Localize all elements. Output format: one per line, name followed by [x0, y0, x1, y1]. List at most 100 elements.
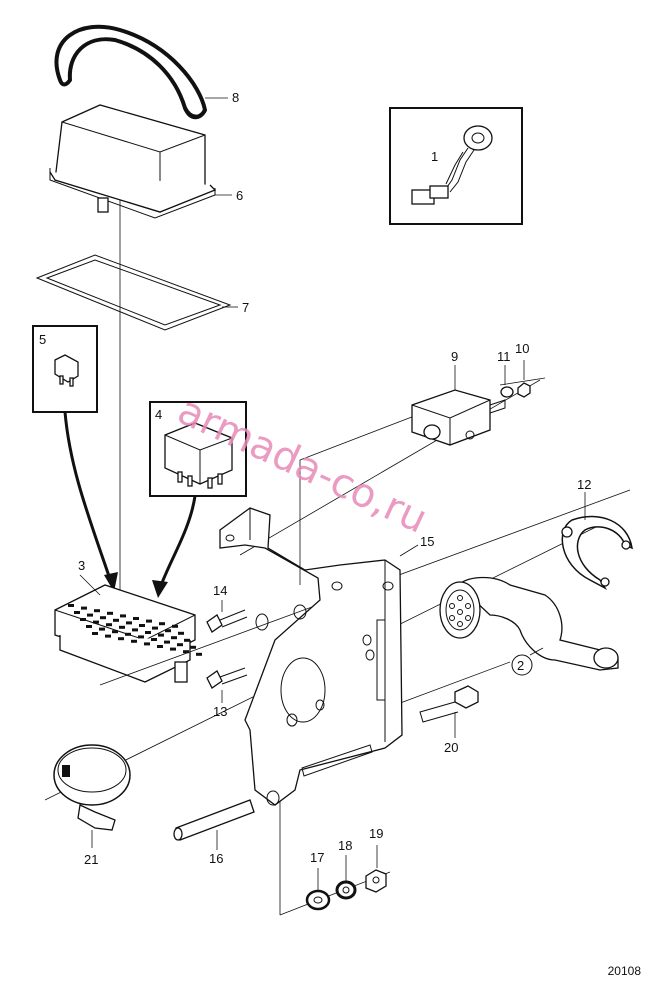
bracket-plate-part-15 — [219, 507, 419, 806]
nut-part-10 — [499, 360, 546, 398]
reference-number: 20108 — [607, 964, 641, 978]
screw-part-14 — [206, 600, 248, 633]
label-part-17: 17 — [310, 850, 324, 865]
fuse-slot — [68, 604, 74, 607]
connector-pin — [465, 615, 471, 621]
label-part-10: 10 — [515, 341, 529, 356]
fuse-slot — [105, 634, 111, 638]
fuse-slot — [93, 620, 99, 624]
label-part-20: 20 — [444, 740, 458, 755]
screw-part-13 — [206, 667, 248, 703]
fuse-slot — [170, 647, 176, 651]
fuse-slot — [159, 622, 165, 626]
label-part-11: 11 — [497, 349, 511, 364]
fuse-slot — [190, 645, 196, 649]
fuse-slot — [165, 629, 171, 633]
label-part-4: 4 — [155, 407, 162, 422]
fuse-slot — [99, 627, 105, 631]
fuse-slot — [158, 633, 164, 637]
nut-part-19 — [365, 845, 387, 893]
fuse-slot — [171, 636, 177, 640]
fuse-slot — [157, 645, 163, 648]
label-part-14: 14 — [213, 583, 227, 598]
fuse-slot — [92, 632, 98, 635]
label-part-8: 8 — [232, 90, 239, 105]
label-part-1: 1 — [431, 149, 438, 164]
fuse-slot — [80, 618, 86, 621]
connector-pin — [465, 603, 471, 609]
stud-part-16 — [173, 799, 255, 850]
fuse-slot — [94, 609, 100, 613]
connector-pin — [457, 609, 463, 615]
label-part-7: 7 — [242, 300, 249, 315]
connector-pin — [449, 603, 455, 609]
gasket-part-7 — [35, 254, 238, 331]
connector-pin — [457, 621, 463, 627]
fuse-slot — [74, 611, 80, 614]
label-part-13: 13 — [213, 704, 227, 719]
fuse-slot — [81, 606, 87, 610]
fuse-slot — [177, 643, 183, 647]
label-part-5: 5 — [39, 332, 46, 347]
cover-box-part-6 — [49, 104, 232, 219]
sensor-part-9 — [411, 365, 506, 446]
inset-part-1 — [389, 107, 523, 225]
connector-pin — [449, 615, 455, 621]
inset-part-4 — [149, 401, 247, 598]
label-part-3: 3 — [78, 558, 85, 573]
cable-loop-part-8 — [54, 24, 228, 120]
fuse-slot — [120, 614, 126, 618]
fuse-slot — [131, 639, 137, 643]
fuse-slot — [125, 632, 131, 636]
fuse-slot — [164, 640, 170, 644]
label-part-6: 6 — [236, 188, 243, 203]
fuse-slot — [118, 637, 124, 641]
part-number-labels: 1 2 3 4 5 6 7 8 9 10 11 12 13 14 15 16 1… — [39, 90, 591, 867]
connector-pins — [449, 595, 471, 627]
fuse-slot — [113, 618, 119, 622]
fuse-slot — [152, 626, 158, 630]
connector-pin — [457, 595, 463, 601]
fuse-slot — [86, 625, 92, 628]
label-part-12: 12 — [577, 477, 591, 492]
fuse-slot — [144, 642, 150, 646]
label-part-15: 15 — [420, 534, 434, 549]
fuse-slot — [133, 617, 139, 620]
fuse-slot — [106, 623, 112, 627]
fuse-slot — [138, 635, 144, 639]
fuse-slot — [139, 624, 145, 627]
label-part-18: 18 — [338, 838, 352, 853]
inset-part-5 — [32, 325, 118, 592]
fuse-slot — [196, 652, 202, 656]
fuse-slot — [132, 628, 138, 632]
fuse-slot — [183, 650, 189, 654]
fuse-slot — [146, 619, 152, 623]
label-part-16: 16 — [209, 851, 223, 866]
fuse-slot — [151, 638, 157, 641]
label-part-2: 2 — [517, 658, 524, 673]
label-part-9: 9 — [451, 349, 458, 364]
washer-part-11 — [500, 365, 514, 398]
label-part-21: 21 — [84, 852, 98, 867]
fuse-slot — [87, 613, 93, 617]
fuse-slot — [178, 631, 184, 635]
hose-clamp-part-21 — [53, 744, 131, 848]
washer-part-18 — [335, 855, 357, 900]
fuse-slot — [119, 625, 125, 629]
bolt-part-20 — [419, 685, 479, 738]
fuse-slot — [100, 616, 106, 620]
clamp-part-12 — [561, 492, 633, 590]
fuse-slot — [145, 631, 151, 634]
label-part-19: 19 — [369, 826, 383, 841]
fuse-slot — [172, 624, 178, 628]
label-part-2-circle: 2 — [511, 654, 533, 676]
washer-part-17 — [305, 868, 331, 911]
fuse-slot — [112, 630, 118, 634]
fuse-slot — [184, 638, 190, 642]
fuse-box-grid — [68, 604, 202, 656]
fuse-slot — [126, 621, 132, 625]
connector-part-2 — [439, 576, 619, 671]
fuse-slot — [107, 611, 113, 615]
fuse-box-part-3 — [54, 574, 202, 683]
